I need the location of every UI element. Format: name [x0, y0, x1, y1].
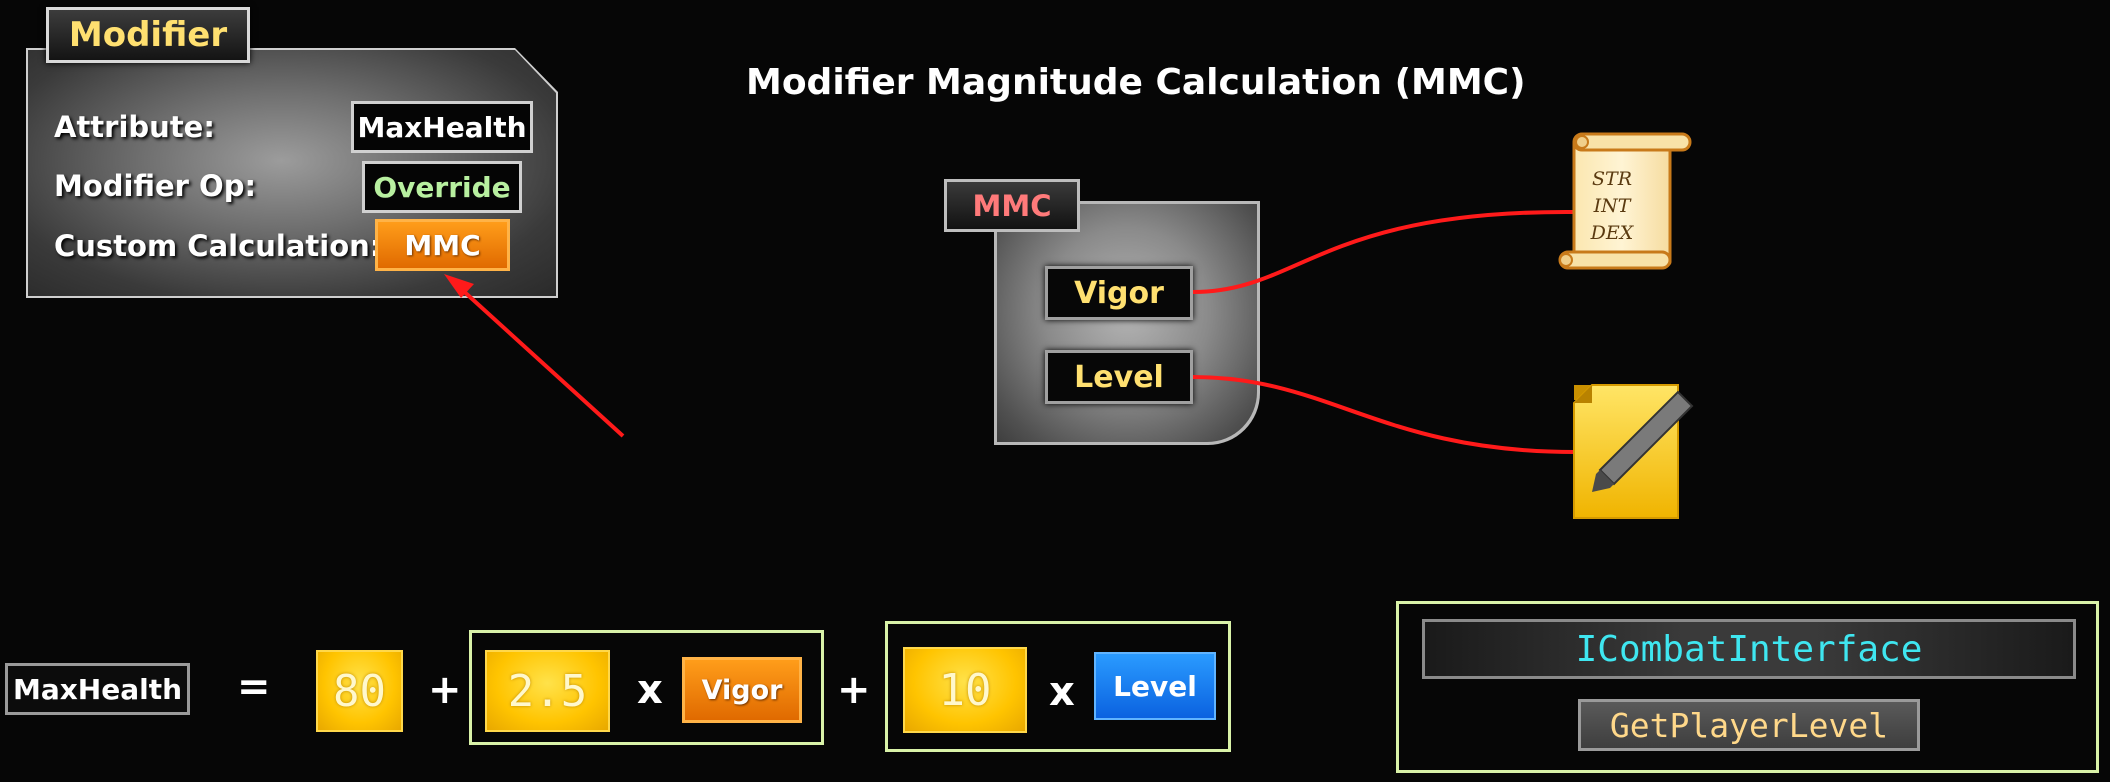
interface-function: GetPlayerLevel — [1578, 699, 1920, 751]
equation-lhs-maxhealth: MaxHealth — [5, 663, 190, 715]
connector-vigor-to-attributes — [1192, 209, 1576, 294]
level-variable: Level — [1094, 652, 1216, 720]
custom-calculation-label: Custom Calculation: — [54, 229, 382, 263]
interface-name: ICombatInterface — [1422, 619, 2076, 679]
combat-interface-box — [1396, 601, 2099, 773]
scroll-line-int: INT — [1593, 195, 1631, 217]
attribute-value: MaxHealth — [351, 101, 533, 153]
equals-sign: = — [237, 664, 271, 710]
term-level-box — [885, 621, 1231, 752]
vigor-variable: Vigor — [682, 657, 802, 723]
custom-calculation-value: MMC — [375, 219, 510, 271]
connector-level-to-notepad — [1192, 375, 1576, 454]
term-vigor-box — [469, 630, 824, 745]
modifier-op-value: Override — [362, 161, 522, 213]
mmc-pin-level: Level — [1045, 350, 1193, 404]
times-sign-1: x — [637, 667, 663, 713]
mmc-pin-vigor: Vigor — [1045, 266, 1193, 320]
modifier-op-label: Modifier Op: — [54, 169, 257, 203]
arrow-to-custom-calculation — [444, 274, 625, 438]
diagram-title: Modifier Magnitude Calculation (MMC) — [746, 62, 1526, 103]
level-coefficient: 10 — [903, 647, 1027, 733]
times-sign-2: x — [1049, 669, 1075, 715]
modifier-panel-title: Modifier — [46, 7, 250, 63]
scroll-line-dex: DEX — [1590, 222, 1634, 244]
mmc-node-title: MMC — [944, 179, 1080, 232]
scroll-attribute-list: STR INT DEX — [1582, 166, 1642, 247]
scroll-icon — [1558, 132, 1692, 270]
base-value: 80 — [316, 650, 403, 732]
plus-sign-2: + — [837, 667, 871, 713]
vigor-coefficient: 2.5 — [485, 650, 610, 732]
plus-sign-1: + — [428, 667, 462, 713]
pencil-notepad-icon — [1573, 384, 1694, 519]
attribute-label: Attribute: — [54, 110, 215, 144]
scroll-line-str: STR — [1592, 168, 1632, 190]
